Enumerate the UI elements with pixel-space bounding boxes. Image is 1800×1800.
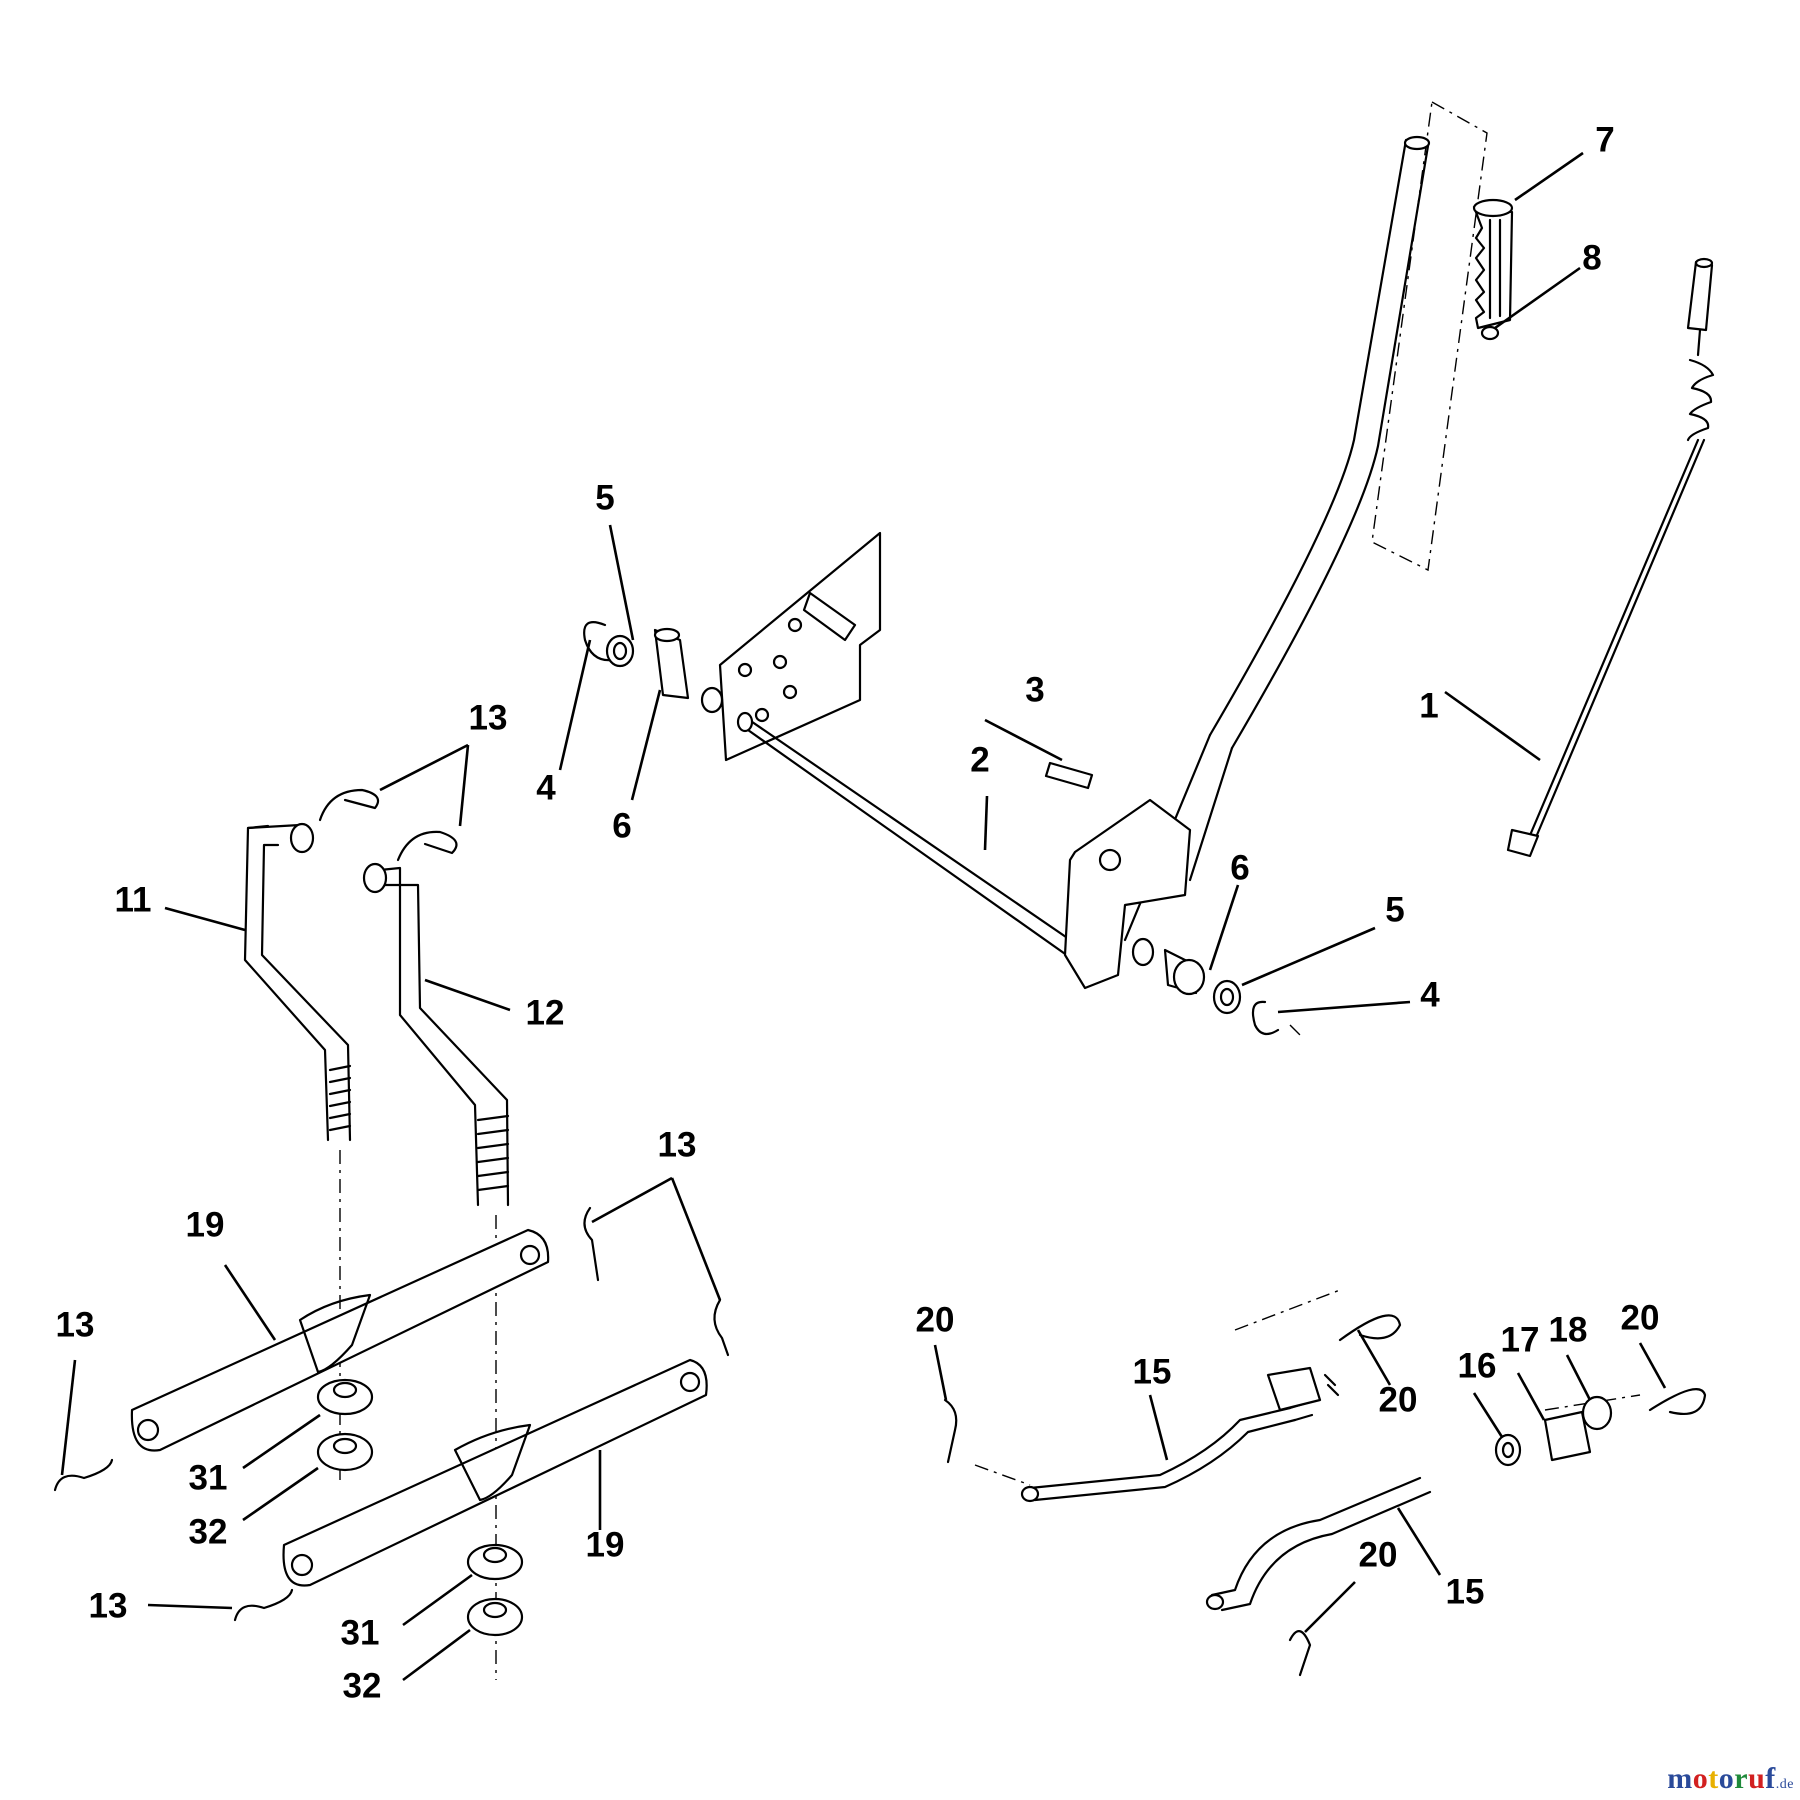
right-hardware-parts [1163,948,1301,1036]
callout-8: 8 [1582,239,1601,278]
callout-19-upper: 19 [186,1206,225,1245]
callout-5-left: 5 [595,479,614,518]
handle-button-part [1480,325,1500,341]
hairpin-clips-20 [943,1314,1707,1677]
callout-20-right: 20 [1621,1299,1660,1338]
callout-12: 12 [526,994,565,1033]
handle-grip-part [1472,198,1514,330]
lift-arm-lower-part [282,1358,708,1587]
lift-link-12-part [362,862,510,1207]
lift-arm-upper-part [130,1228,550,1452]
callout-13-top: 13 [469,699,508,738]
callout-13-bottom: 13 [89,1587,128,1626]
callout-3: 3 [1025,671,1044,710]
callout-17: 17 [1501,1321,1540,1360]
callout-4-left: 4 [536,769,556,808]
adjust-hardware-parts [1494,1395,1613,1467]
callout-13-left: 13 [56,1306,95,1345]
callout-6-left: 6 [612,807,631,846]
roll-pin-part [1044,761,1094,790]
callout-numbers: 1 2 3 4 4 5 5 6 6 7 8 11 12 13 13 13 13 … [56,121,1660,1706]
callout-13-mid: 13 [658,1126,697,1165]
watermark-tld: .de [1775,1777,1794,1792]
bushing-nut-parts [316,1378,524,1637]
callout-6-right: 6 [1230,849,1249,888]
callout-15-upper: 15 [1133,1353,1172,1392]
callout-18: 18 [1549,1311,1588,1350]
callout-20-bottom: 20 [1359,1536,1398,1575]
lift-cable-part [1506,257,1715,858]
callout-20-mid: 20 [1379,1381,1418,1420]
callout-4-right: 4 [1420,976,1440,1015]
callout-32-upper: 32 [189,1513,228,1552]
hairpin-clips-13 [53,788,730,1622]
control-rods-15 [1020,1366,1432,1612]
lift-shaft-part [700,531,1192,990]
callout-20-left: 20 [916,1301,955,1340]
callout-32-lower: 32 [343,1667,382,1706]
watermark-logo: motoruf.de [1667,1762,1794,1796]
watermark-name: motoruf [1667,1762,1776,1795]
callout-15-lower: 15 [1446,1573,1485,1612]
callout-31-upper: 31 [189,1459,228,1498]
callout-16: 16 [1458,1347,1497,1386]
callout-19-lower: 19 [586,1526,625,1565]
lift-link-11-part [243,822,352,1142]
callout-2: 2 [970,741,989,780]
callout-7: 7 [1595,121,1614,160]
leader-lines [60,151,1667,1682]
callout-5-right: 5 [1385,891,1404,930]
callout-11: 11 [115,881,152,920]
left-hardware-parts [583,621,690,700]
callout-31-lower: 31 [341,1614,380,1653]
lift-handle-part [1123,100,1488,942]
callout-1: 1 [1419,687,1438,726]
